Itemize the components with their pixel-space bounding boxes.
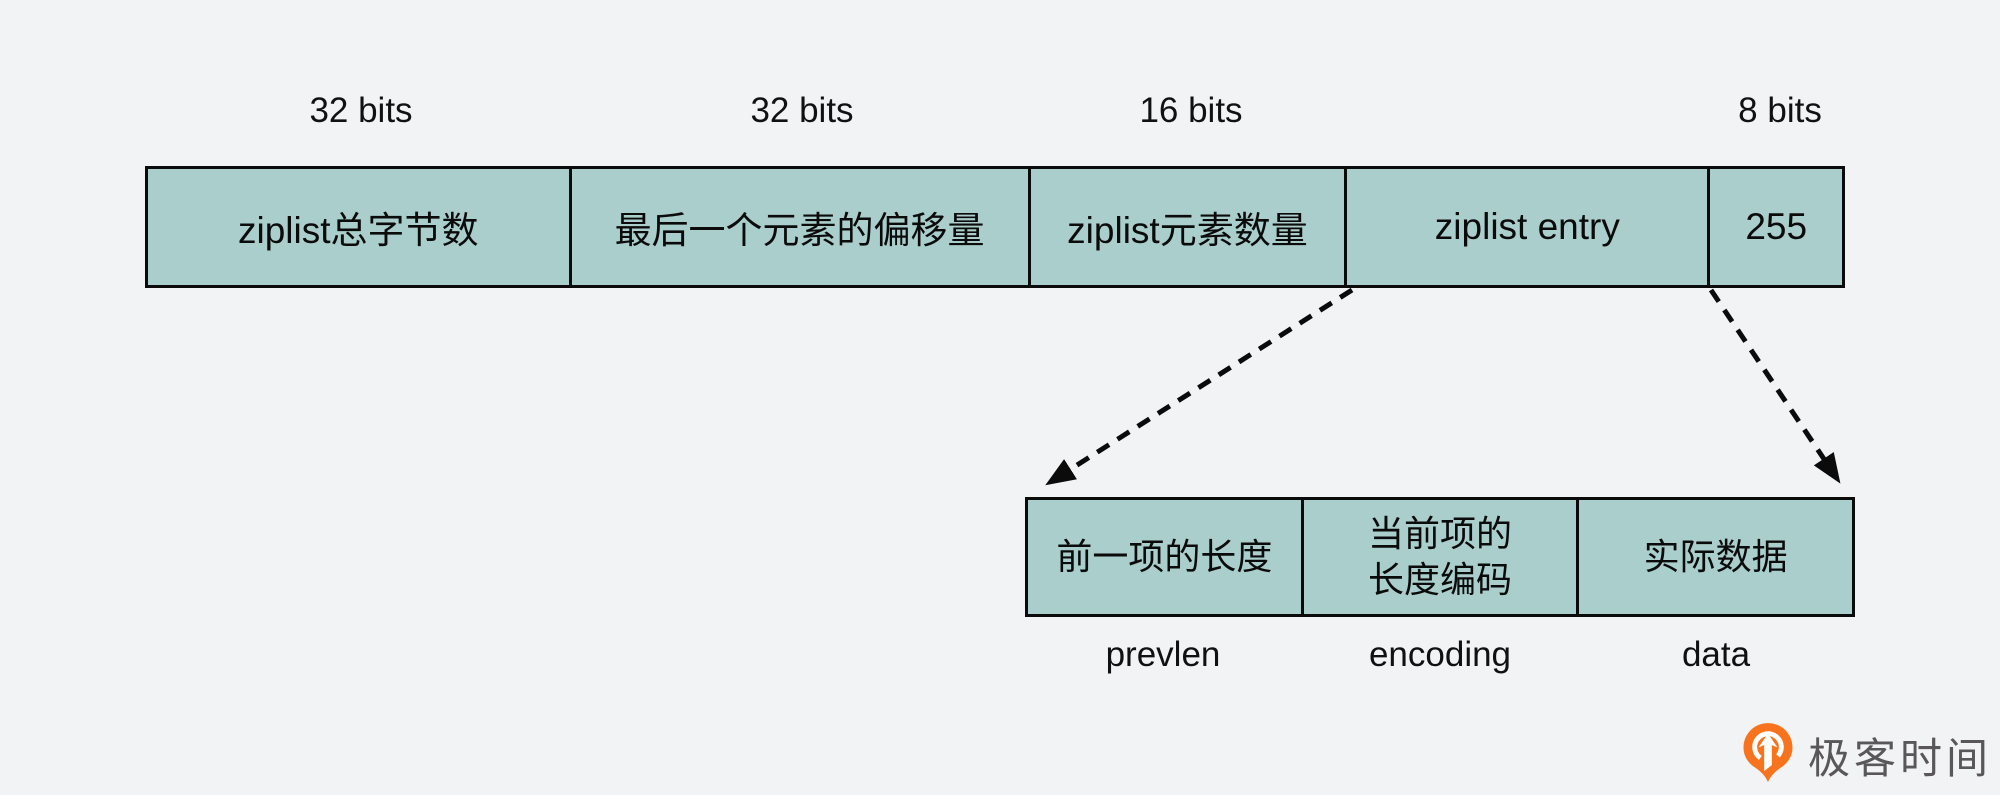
cell-data-label: 实际数据 (1643, 536, 1788, 577)
cell-ziplist-entry-count: ziplist元素数量 (1027, 169, 1345, 285)
bits-label-last-offset: 32 bits (750, 91, 854, 130)
dashed-arrow-right (1708, 288, 1841, 484)
bits-label-total-bytes: 32 bits (309, 91, 413, 130)
cell-prevlen: 前一项的长度 (1028, 500, 1301, 614)
cell-encoding-label-line2: 长度编码 (1368, 559, 1513, 600)
cell-ziplist-entry: ziplist entry (1344, 169, 1708, 285)
geektime-logo: 极客时间 (1742, 722, 1992, 788)
cell-ziplist-total-bytes: ziplist总字节数 (148, 169, 569, 285)
bits-label-entry-count: 16 bits (1139, 91, 1243, 130)
sublabel-prevlen: prevlen (1105, 635, 1221, 674)
geektime-logo-icon (1743, 723, 1793, 783)
cell-data: 实际数据 (1576, 500, 1853, 614)
ziplist-header-table: ziplist总字节数 最后一个元素的偏移量 ziplist元素数量 zipli… (145, 166, 1845, 288)
cell-encoding-label-line1: 当前项的 (1368, 513, 1513, 554)
ziplist-entry-table: 前一项的长度 当前项的 长度编码 实际数据 (1025, 497, 1855, 617)
sublabel-data: data (1681, 635, 1751, 674)
dashed-arrow-left (1045, 287, 1354, 486)
geektime-logo-text: 极客时间 (1808, 734, 1993, 782)
cell-last-element-offset: 最后一个元素的偏移量 (568, 169, 1028, 285)
cell-encoding: 当前项的 长度编码 (1300, 500, 1577, 614)
cell-end-byte-255: 255 (1707, 169, 1842, 285)
bits-label-end-byte: 8 bits (1738, 91, 1822, 130)
sublabel-encoding: encoding (1368, 635, 1512, 674)
cell-prevlen-label: 前一项的长度 (1056, 536, 1273, 577)
